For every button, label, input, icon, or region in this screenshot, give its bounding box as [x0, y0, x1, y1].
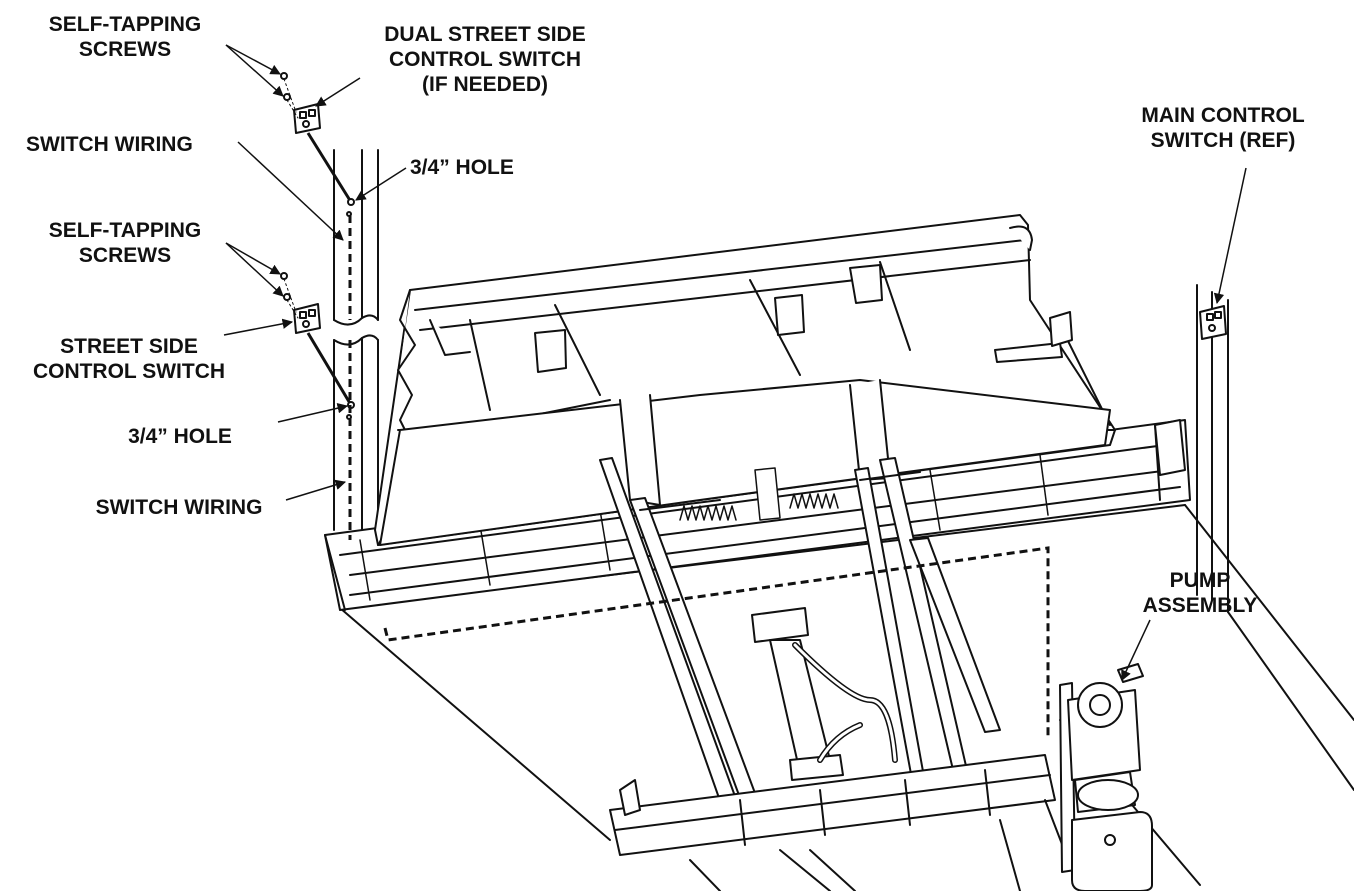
- label-switch-wiring-lower: SWITCH WIRING: [70, 495, 288, 520]
- leader-pump-assembly: [1121, 619, 1151, 681]
- label-line: MAIN CONTROL: [1141, 104, 1305, 127]
- label-street-side-switch: STREET SIDE CONTROL SWITCH: [8, 334, 250, 384]
- label-self-tapping-screws-lower: SELF-TAPPING SCREWS: [30, 218, 220, 268]
- hydraulic-cylinder: [751, 607, 898, 781]
- leader-street-switch: [223, 318, 294, 336]
- leader-switch-wiring-upper: [237, 141, 344, 241]
- label-main-control-switch: MAIN CONTROL SWITCH (REF): [1108, 103, 1338, 153]
- leader-lines: [223, 44, 1247, 681]
- leader-hole-upper: [355, 167, 407, 201]
- platform-front: [379, 379, 1111, 546]
- curb-side-bracket: [1049, 311, 1186, 476]
- leader-self-tapping-lower-1: [225, 242, 281, 275]
- label-line: SWITCH WIRING: [26, 133, 193, 156]
- leader-dual-switch: [315, 77, 361, 107]
- label-pump-assembly: PUMP ASSEMBLY: [1130, 568, 1270, 618]
- label-line: DUAL STREET SIDE: [384, 23, 586, 46]
- hole-upper-marker: [347, 198, 355, 206]
- label-switch-wiring-upper: SWITCH WIRING: [26, 132, 244, 157]
- label-line: ASSEMBLY: [1142, 594, 1258, 617]
- label-hole-upper: 3/4” HOLE: [410, 155, 550, 180]
- leader-hole-lower: [277, 403, 349, 423]
- leader-self-tapping-upper-1: [225, 44, 281, 75]
- dual-street-switch-drawing: [280, 72, 321, 134]
- label-line: CONTROL SWITCH: [32, 360, 226, 383]
- label-line: 3/4” HOLE: [410, 156, 514, 179]
- label-line: SELF-TAPPING: [48, 13, 202, 36]
- label-line: (IF NEEDED): [422, 73, 548, 96]
- label-line: PUMP: [1169, 569, 1231, 592]
- lift-arms: [599, 457, 1001, 826]
- wiring-route: [348, 215, 1050, 740]
- street-switch-drawing: [280, 272, 321, 334]
- lower-cross-tube: [609, 754, 1081, 891]
- label-self-tapping-screws-upper: SELF-TAPPING SCREWS: [30, 12, 220, 62]
- main-switch-drawing: [1199, 305, 1227, 340]
- label-line: CONTROL SWITCH: [388, 48, 582, 71]
- label-line: SWITCH WIRING: [95, 496, 263, 519]
- label-line: SELF-TAPPING: [48, 219, 202, 242]
- label-hole-lower: 3/4” HOLE: [100, 424, 260, 449]
- label-line: SCREWS: [78, 244, 172, 267]
- street-side-post: [333, 149, 379, 531]
- rear-sill-channel: [324, 419, 1191, 611]
- leader-self-tapping-lower-2: [225, 242, 284, 297]
- label-line: STREET SIDE: [60, 335, 198, 358]
- label-line: SWITCH (REF): [1150, 129, 1296, 152]
- torsion-springs: [679, 467, 839, 521]
- label-line: SCREWS: [78, 38, 172, 61]
- leader-self-tapping-upper-2: [225, 44, 284, 97]
- label-line: 3/4” HOLE: [128, 425, 232, 448]
- leader-switch-wiring-lower: [285, 479, 347, 501]
- label-dual-street-side-switch: DUAL STREET SIDE CONTROL SWITCH (IF NEED…: [360, 22, 610, 97]
- switch-wiring: [306, 132, 353, 406]
- leader-main-switch: [1213, 167, 1247, 305]
- pump-assembly-drawing: [1059, 663, 1153, 891]
